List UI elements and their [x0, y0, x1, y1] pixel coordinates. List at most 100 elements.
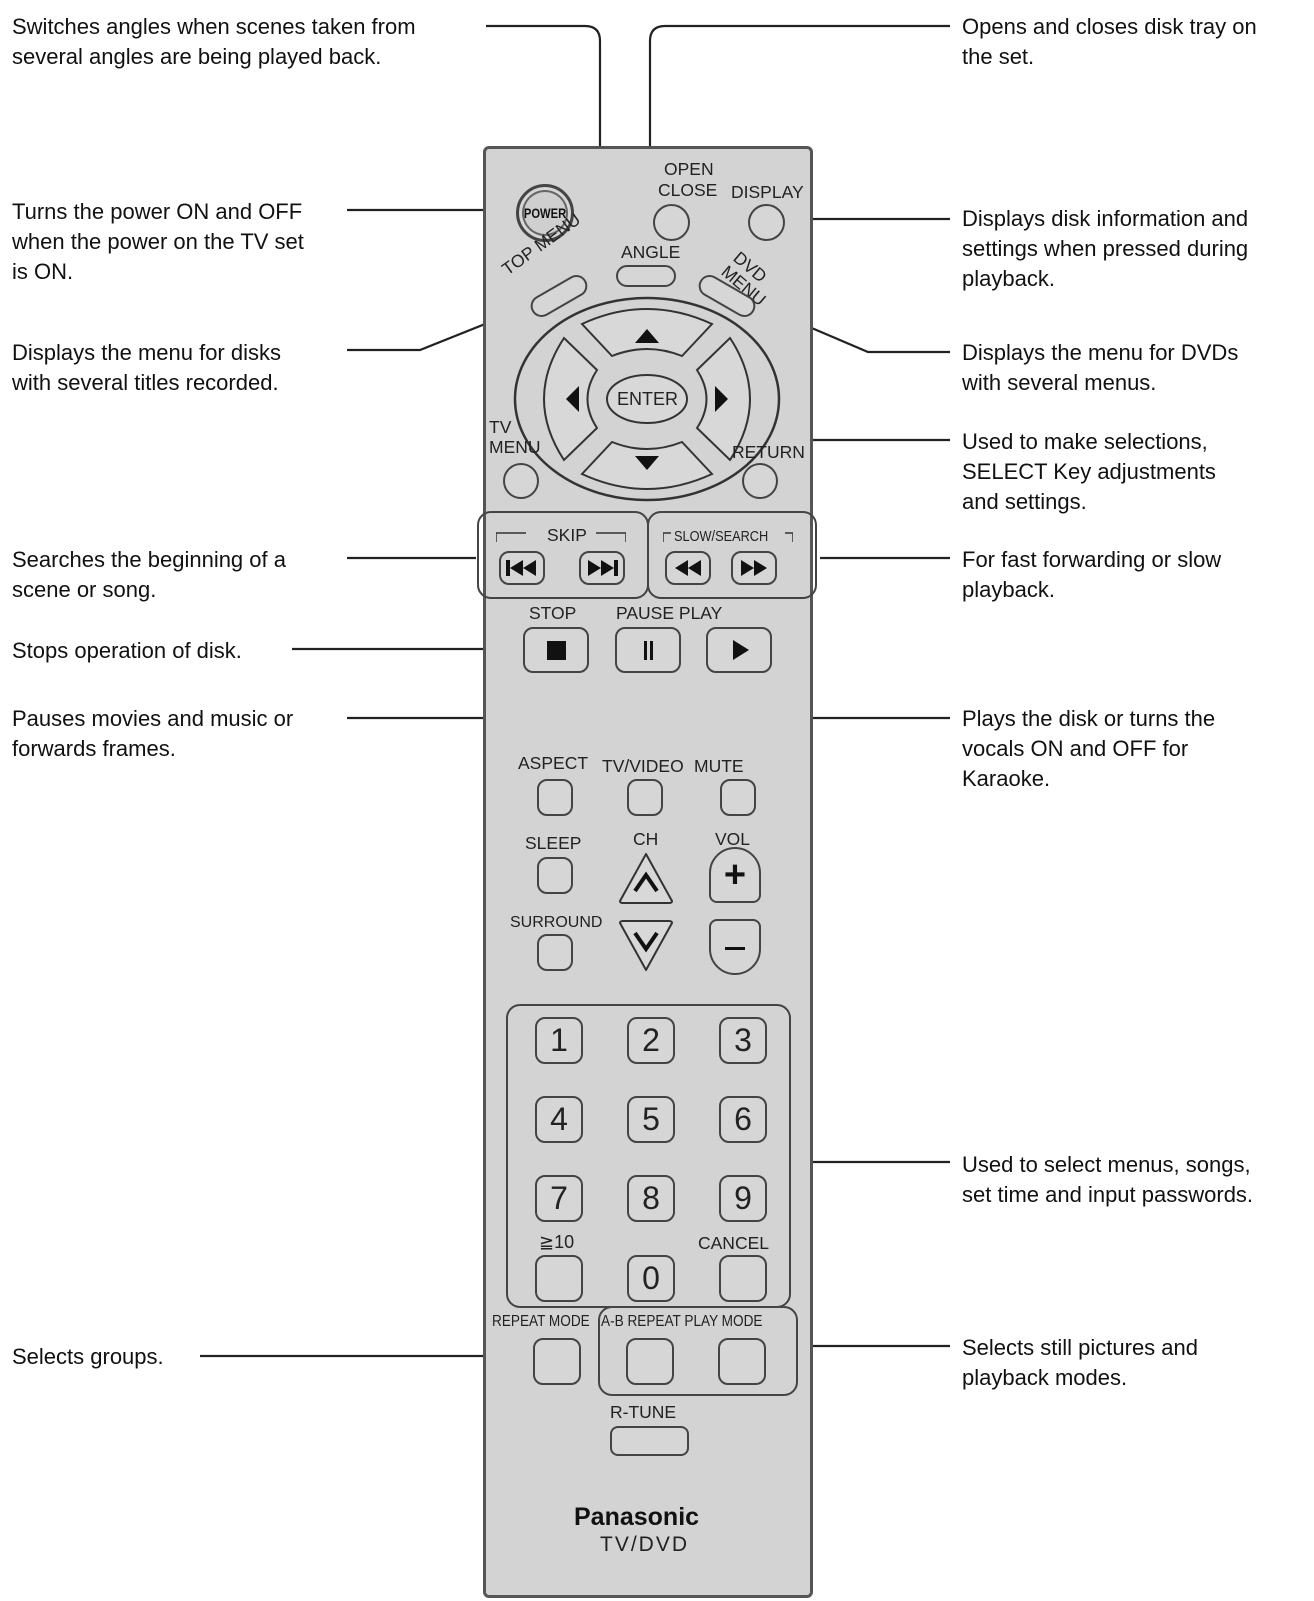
- channel-up-button[interactable]: [617, 851, 675, 905]
- stop-button[interactable]: [523, 627, 589, 673]
- angle-button[interactable]: [616, 265, 676, 287]
- annotation-pause: Pauses movies and music or forwards fram…: [12, 706, 294, 761]
- ch-label: CH: [633, 829, 659, 849]
- brand-logo: Panasonic: [574, 1503, 700, 1531]
- number-5-button[interactable]: 5: [627, 1096, 675, 1143]
- repeat-mode-label: REPEAT MODE: [492, 1313, 590, 1330]
- display-button[interactable]: [748, 204, 785, 241]
- volume-down-button[interactable]: [709, 919, 761, 975]
- annotation-skip: Searches the beginning of a scene or son…: [12, 547, 286, 602]
- play-button[interactable]: [706, 627, 772, 673]
- up-button[interactable]: [580, 308, 714, 358]
- play-mode-group: [598, 1306, 798, 1396]
- skip-next-button[interactable]: [579, 551, 625, 585]
- return-label: RETURN: [732, 442, 805, 462]
- tv-menu-label: MENU: [489, 437, 541, 457]
- right-arrow-icon: [715, 386, 728, 412]
- number-8-button[interactable]: 8: [627, 1175, 675, 1222]
- annotation-stop: Stops operation of disk.: [12, 638, 242, 663]
- mute-button[interactable]: [720, 779, 756, 816]
- aspect-button[interactable]: [537, 779, 573, 816]
- pause-icon: [644, 641, 647, 660]
- tv-menu-button[interactable]: [503, 463, 539, 499]
- number-4-button[interactable]: 4: [535, 1096, 583, 1143]
- up-arrow-icon: [635, 329, 659, 343]
- chevron-up-icon: [633, 871, 659, 893]
- vol-label: VOL: [715, 829, 751, 849]
- mute-label: MUTE: [694, 756, 744, 776]
- model-label: TV/DVD: [600, 1533, 690, 1556]
- play-icon: [733, 640, 749, 660]
- annotation-top-menu: Displays the menu for disks with several…: [12, 340, 281, 395]
- display-label: DISPLAY: [731, 182, 804, 202]
- channel-down-button[interactable]: [617, 919, 675, 973]
- slow-search-group: [647, 511, 817, 599]
- volume-up-button[interactable]: +: [709, 847, 761, 903]
- number-9-button[interactable]: 9: [719, 1175, 767, 1222]
- plus-icon: +: [723, 853, 747, 896]
- down-arrow-icon: [635, 456, 659, 470]
- number-2-button[interactable]: 2: [627, 1017, 675, 1064]
- left-button[interactable]: [543, 336, 599, 462]
- stop-icon: [547, 641, 566, 660]
- surround-label: SURROUND: [510, 914, 603, 931]
- right-button[interactable]: [695, 336, 751, 462]
- annotation-power: Turns the power ON and OFF when the powe…: [12, 199, 304, 284]
- skip-bracket: [496, 532, 626, 542]
- annotation-select: Used to make selections, SELECT Key adju…: [962, 429, 1216, 514]
- number-0-button[interactable]: 0: [627, 1255, 675, 1302]
- annotation-dvd-menu: Displays the menu for DVDs with several …: [962, 340, 1239, 395]
- number-7-button[interactable]: 7: [535, 1175, 583, 1222]
- pause-play-label: PAUSE PLAY: [616, 603, 723, 623]
- annotation-play-mode: Selects still pictures and playback mode…: [962, 1335, 1198, 1390]
- remote-control: POWER OPEN CLOSE DISPLAY ANGLE TOP MENU …: [477, 146, 817, 1598]
- enter-label: ENTER: [617, 389, 679, 409]
- sleep-button[interactable]: [537, 857, 573, 894]
- ge10-button[interactable]: [535, 1255, 583, 1302]
- tv-label: TV: [489, 417, 512, 437]
- minus-icon: [725, 947, 745, 950]
- chevron-down-icon: [633, 931, 659, 953]
- angle-label: ANGLE: [621, 242, 681, 262]
- r-tune-label: R-TUNE: [610, 1402, 677, 1422]
- enter-button[interactable]: [606, 374, 688, 424]
- annotation-play: Plays the disk or turns the vocals ON an…: [962, 706, 1216, 791]
- skip-label: SKIP: [547, 525, 587, 545]
- r-tune-button[interactable]: [610, 1426, 689, 1456]
- repeat-mode-button[interactable]: [533, 1338, 581, 1385]
- skip-next-icon: [588, 560, 618, 576]
- skip-previous-button[interactable]: [499, 551, 545, 585]
- annotation-display: Displays disk information and settings w…: [962, 206, 1249, 291]
- return-button[interactable]: [742, 463, 778, 499]
- number-6-button[interactable]: 6: [719, 1096, 767, 1143]
- slow-search-label: SLOW/SEARCH: [674, 528, 769, 545]
- rewind-icon: [675, 560, 701, 576]
- close-label: CLOSE: [658, 180, 718, 200]
- left-arrow-icon: [566, 386, 579, 412]
- annotation-angle: Switches angles when scenes taken from s…: [12, 14, 416, 69]
- pause-button[interactable]: [615, 627, 681, 673]
- number-1-button[interactable]: 1: [535, 1017, 583, 1064]
- annotation-slow-search: For fast forwarding or slow playback.: [962, 547, 1222, 602]
- play-mode-button[interactable]: [718, 1338, 766, 1385]
- aspect-label: ASPECT: [518, 753, 589, 773]
- number-3-button[interactable]: 3: [719, 1017, 767, 1064]
- rewind-button[interactable]: [665, 551, 711, 585]
- open-close-button[interactable]: [653, 204, 690, 241]
- navigation-pad: [513, 296, 781, 502]
- down-button[interactable]: [580, 440, 714, 490]
- ab-repeat-button[interactable]: [626, 1338, 674, 1385]
- stop-label: STOP: [529, 603, 577, 623]
- cancel-label: CANCEL: [698, 1233, 769, 1253]
- fast-forward-button[interactable]: [731, 551, 777, 585]
- annotation-numbers: Used to select menus, songs, set time an…: [962, 1152, 1254, 1207]
- cancel-button[interactable]: [719, 1255, 767, 1302]
- power-button[interactable]: POWER: [516, 184, 574, 242]
- surround-button[interactable]: [537, 934, 573, 971]
- ge10-label: ≧10: [539, 1232, 575, 1252]
- tv-video-button[interactable]: [627, 779, 663, 816]
- annotation-repeat-mode: Selects groups.: [12, 1344, 164, 1369]
- sleep-label: SLEEP: [525, 833, 582, 853]
- open-label: OPEN: [664, 159, 714, 179]
- annotation-open-close: Opens and closes disk tray on the set.: [962, 14, 1257, 69]
